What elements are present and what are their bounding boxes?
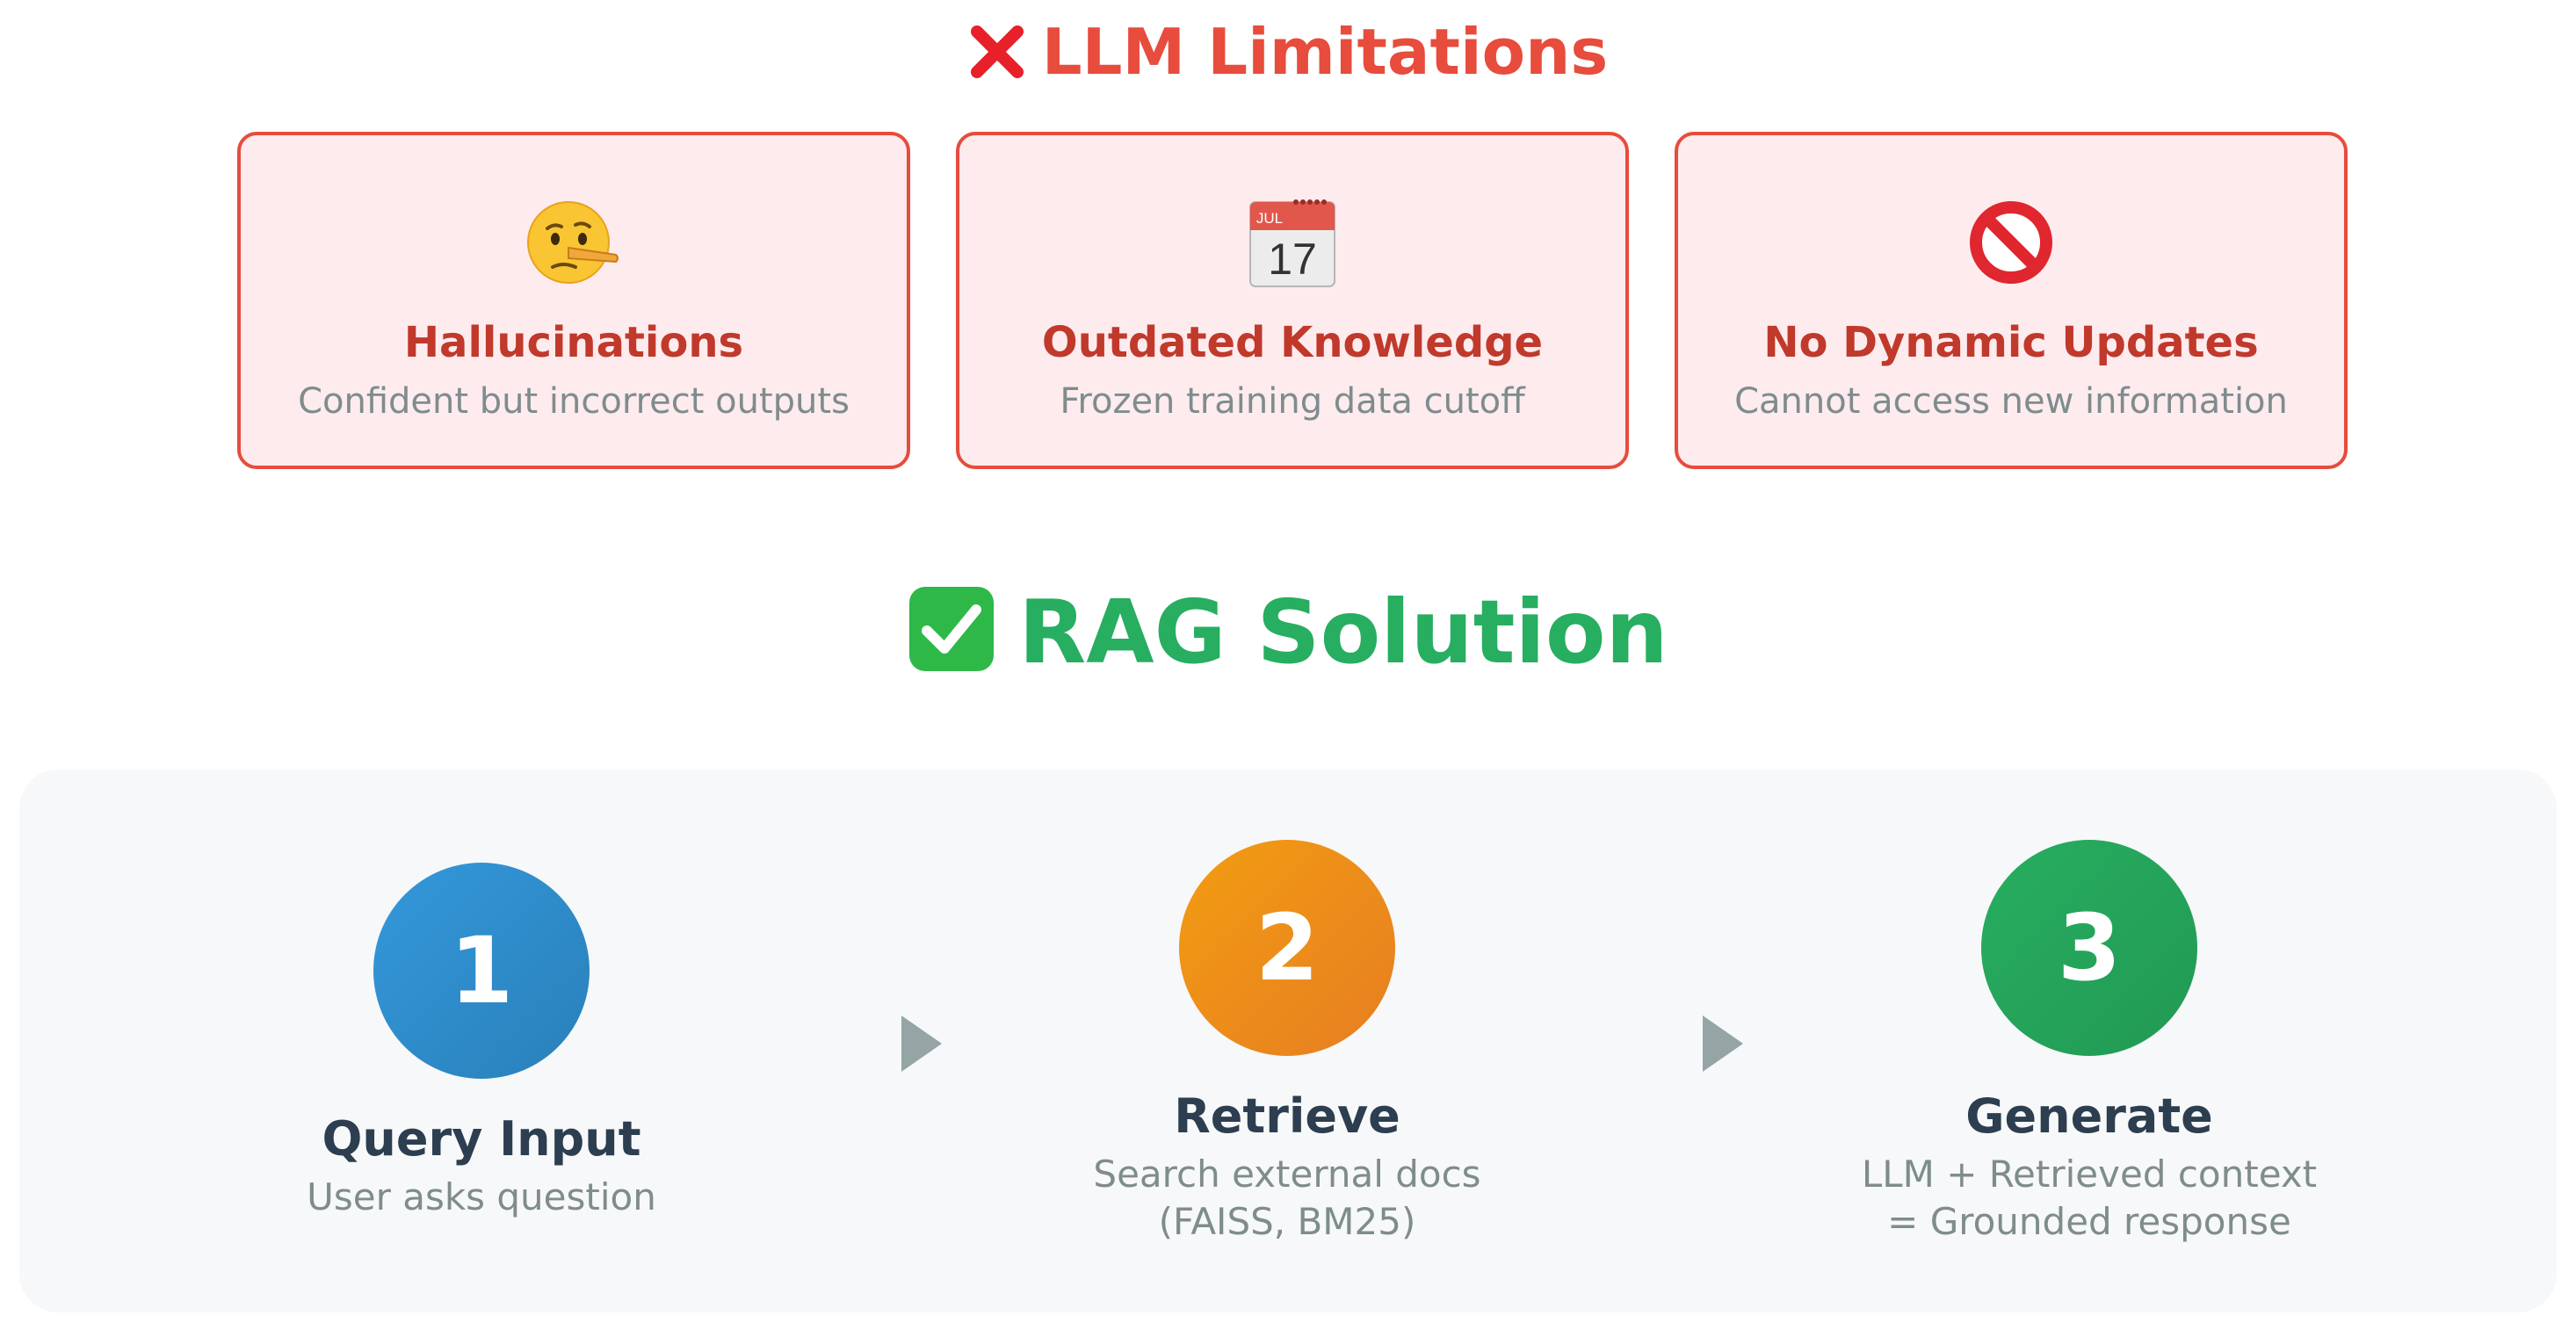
step-title: Query Input [322,1111,641,1167]
limitations-heading: LLM Limitations [0,12,2576,91]
limitations-title: LLM Limitations [1041,15,1609,89]
step-query-input: 1 Query Input User asks question [174,863,789,1221]
step-description-line: (FAISS, BM25) [1158,1200,1416,1243]
step-description-line: = Grounded response [1887,1200,2291,1243]
step-retrieve: 2 Retrieve Search external docs (FAISS, … [980,840,1595,1246]
step-number-badge: 2 [1179,840,1395,1056]
arrow-icon [1703,1016,1743,1072]
step-number-badge: 1 [373,863,590,1079]
card-description: Frozen training data cutoff [1060,381,1525,422]
solution-heading: RAG Solution [0,580,2576,685]
step-title: Retrieve [1174,1088,1400,1144]
step-description: LLM + Retrieved context = Grounded respo… [1782,1151,2397,1246]
check-mark-button-icon [908,585,995,673]
card-title: No Dynamic Updates [1763,318,2259,367]
card-description: Cannot access new information [1734,381,2288,422]
step-number-badge: 3 [1981,840,2197,1056]
card-title: Outdated Knowledge [1041,318,1544,367]
card-description: Confident but incorrect outputs [298,381,850,422]
rag-process-panel: 1 Query Input User asks question 2 Retri… [19,770,2557,1312]
calendar-month: JUL [1256,210,1283,227]
step-description-line: Search external docs [1093,1153,1481,1196]
step-description-line: User asks question [307,1175,656,1218]
limitation-cards: Hallucinations Confident but incorrect o… [237,132,2348,469]
step-description: Search external docs (FAISS, BM25) [980,1151,1595,1246]
lying-face-icon [241,193,907,292]
card-hallucinations: Hallucinations Confident but incorrect o… [237,132,910,469]
card-title: Hallucinations [403,318,744,367]
prohibited-icon [1678,193,2344,292]
step-generate: 3 Generate LLM + Retrieved context = Gro… [1782,840,2397,1246]
step-description-line: LLM + Retrieved context [1861,1153,2318,1196]
card-outdated-knowledge: JUL 17 Outdated Knowledge Frozen trainin… [956,132,1629,469]
calendar-day: 17 [1268,235,1317,284]
step-description: User asks question [174,1174,789,1221]
arrow-icon [901,1016,942,1072]
cross-mark-icon [968,19,1026,78]
step-title: Generate [1965,1088,2213,1144]
solution-title: RAG Solution [1018,581,1668,683]
card-no-dynamic-updates: No Dynamic Updates Cannot access new inf… [1675,132,2348,469]
calendar-icon: JUL 17 [959,193,1625,292]
